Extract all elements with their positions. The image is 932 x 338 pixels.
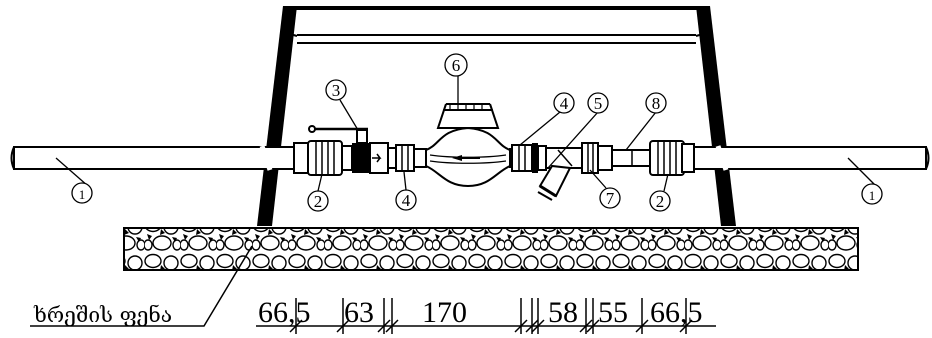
callout-strainer: 7 — [606, 189, 615, 208]
callout-pipe-left: 1 — [79, 187, 86, 202]
callout-gasket: 5 — [594, 94, 603, 113]
strainer — [537, 142, 613, 201]
dimension-6: 66,5 — [650, 296, 703, 329]
union-right — [511, 144, 533, 172]
callout-union-left: 4 — [402, 191, 411, 210]
callout-circle-coupling-left — [307, 190, 329, 212]
callout-check-valve: 8 — [652, 94, 661, 113]
coupling-left — [293, 140, 343, 176]
dimension-2: 63 — [344, 296, 374, 329]
callout-circle-union-left — [395, 189, 417, 211]
callout-circle-union-right — [553, 92, 575, 114]
callout-circle-strainer — [599, 187, 621, 209]
callout-circle-pipe-right — [861, 183, 883, 205]
dimension-5: 55 — [598, 296, 628, 329]
pipe-left — [10, 145, 301, 171]
callout-water-meter: 6 — [452, 56, 461, 75]
dimension-4: 58 — [548, 296, 578, 329]
callout-leaders — [55, 76, 877, 192]
gravel-layer-label: ხრეშის ფენა — [33, 303, 172, 327]
dimension-1: 66,5 — [258, 296, 311, 329]
union-left — [387, 144, 415, 172]
water-meter — [413, 103, 517, 188]
dimension-line — [256, 298, 716, 334]
callout-pipe-right: 1 — [869, 188, 876, 203]
gravel-layer — [123, 227, 859, 271]
callout-circle-check-valve — [645, 92, 667, 114]
callout-ball-valve: 3 — [332, 81, 341, 100]
dimension-3: 170 — [422, 296, 467, 329]
check-valve — [611, 149, 653, 167]
callout-coupling-left: 2 — [314, 192, 323, 211]
callout-circle-coupling-right — [649, 190, 671, 212]
layer-label-group: ხრეშის ფენა — [30, 245, 253, 327]
coupling-right — [649, 140, 695, 176]
callout-circle-gasket — [587, 92, 609, 114]
callout-circle-pipe-left — [71, 182, 93, 204]
well-enclosure — [257, 6, 736, 226]
callouts — [71, 53, 883, 212]
gasket — [532, 143, 547, 173]
pipe-right — [685, 145, 930, 171]
callout-circle-water-meter — [444, 53, 468, 77]
ball-valve — [308, 125, 389, 174]
callout-circle-ball-valve — [325, 79, 347, 101]
callout-union-right: 4 — [560, 94, 569, 113]
callout-coupling-right: 2 — [656, 192, 665, 211]
